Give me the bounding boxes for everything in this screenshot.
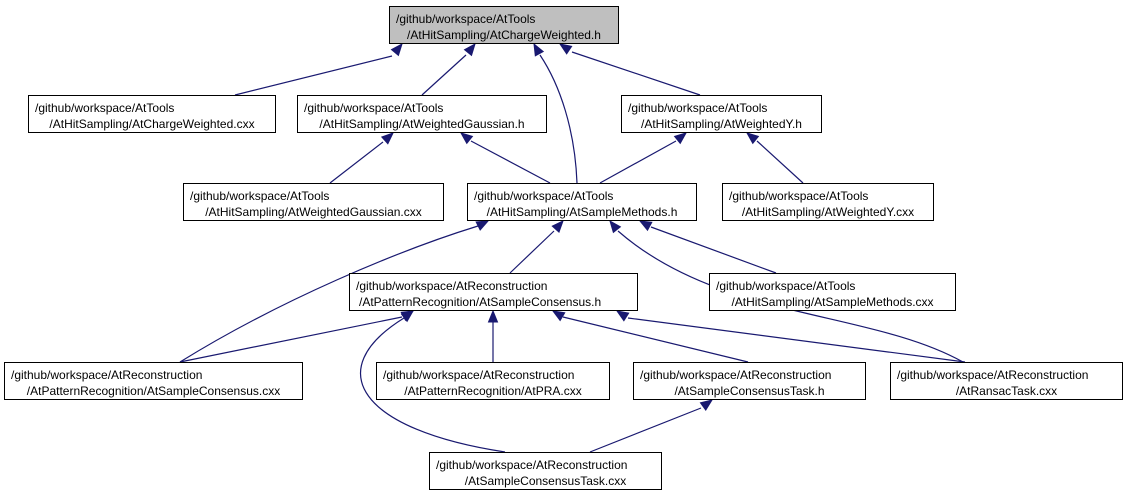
node-path-line1: /github/workspace/AtReconstruction — [897, 368, 1089, 382]
node-atsampleconsensustask-h[interactable]: /github/workspace/AtReconstruction /AtSa… — [633, 362, 866, 400]
node-path-line2: /AtPatternRecognition/AtPRA.cxx — [404, 384, 582, 398]
arrowhead-icon — [558, 43, 573, 55]
dependency-edge-wg_h-to-wg_cxx — [329, 141, 384, 184]
node-path-line2: /AtRansacTask.cxx — [955, 384, 1058, 398]
node-atweightedy-cxx[interactable]: /github/workspace/AtTools /AtHitSampling… — [722, 183, 934, 221]
node-path-line1: /github/workspace/AtReconstruction — [11, 368, 203, 382]
arrowhead-icon — [459, 132, 474, 145]
node-path-line2: /AtSampleConsensusTask.cxx — [464, 474, 627, 488]
node-path-line1: /github/workspace/AtReconstruction — [640, 368, 832, 382]
node-path-line2: /AtHitSampling/AtWeightedY.cxx — [741, 205, 915, 219]
dependency-edge-sc_h-to-sct_cxx — [360, 317, 506, 453]
dependency-edge-wy_h-to-sm_h — [599, 140, 677, 184]
node-path-line1: /github/workspace/AtTools — [396, 12, 536, 26]
dependency-edge-sct_h-to-sct_cxx — [589, 407, 702, 453]
arrowhead-icon — [475, 220, 490, 231]
node-atweightedy-h[interactable]: /github/workspace/AtTools /AtHitSampling… — [621, 95, 822, 133]
arrowhead-icon — [463, 42, 476, 57]
arrowhead-icon — [638, 220, 653, 232]
node-path-line1: /github/workspace/AtTools — [190, 189, 330, 203]
node-path-line2: /AtHitSampling/AtSampleMethods.h — [486, 205, 678, 219]
node-path-line2: /AtHitSampling/AtSampleMethods.cxx — [731, 295, 934, 309]
node-path-line1: /github/workspace/AtTools — [35, 101, 175, 115]
arrowhead-icon — [390, 42, 403, 57]
arrowhead-icon — [380, 132, 394, 145]
node-atsamplemethods-cxx[interactable]: /github/workspace/AtTools /AtHitSampling… — [709, 273, 956, 311]
node-path-line1: /github/workspace/AtReconstruction — [356, 279, 548, 293]
node-path-line1: /github/workspace/AtTools — [628, 101, 768, 115]
node-path-line1: /github/workspace/AtReconstruction — [383, 368, 575, 382]
node-atsampleconsensus-h[interactable]: /github/workspace/AtReconstruction /AtPa… — [349, 273, 638, 311]
node-path-line1: /github/workspace/AtTools — [474, 189, 614, 203]
node-atsampleconsensus-cxx[interactable]: /github/workspace/AtReconstruction /AtPa… — [4, 362, 303, 400]
node-path-line1: /github/workspace/AtTools — [304, 101, 444, 115]
node-atsampleconsensustask-cxx[interactable]: /github/workspace/AtReconstruction /AtSa… — [429, 452, 662, 490]
node-path-line2: /AtHitSampling/AtWeightedGaussian.cxx — [205, 205, 422, 219]
node-path-line2: /AtHitSampling/AtWeightedY.h — [641, 117, 802, 131]
arrowhead-icon — [400, 310, 415, 323]
node-atchargeweighted-cxx[interactable]: /github/workspace/AtTools /AtHitSampling… — [28, 95, 276, 133]
node-atpra-cxx[interactable]: /github/workspace/AtReconstruction /AtPa… — [376, 362, 610, 400]
arrowhead-icon — [615, 310, 630, 322]
arrowhead-icon — [551, 220, 564, 234]
node-path-line1: /github/workspace/AtTools — [729, 189, 869, 203]
dependency-edge-sm_h-to-sm_cxx — [650, 226, 777, 274]
arrowhead-icon — [487, 309, 499, 323]
arrowhead-icon — [699, 399, 714, 412]
node-path-line2: /AtHitSampling/AtChargeWeighted.cxx — [49, 117, 255, 131]
node-atweightedgaussian-cxx[interactable]: /github/workspace/AtTools /AtHitSampling… — [183, 183, 444, 221]
arrowhead-icon — [551, 310, 566, 322]
node-atchargeweighted-h: /github/workspace/AtTools /AtHitSampling… — [389, 6, 619, 44]
dependency-edge-root-to-wy_h — [571, 51, 701, 96]
node-atsamplemethods-h[interactable]: /github/workspace/AtTools /AtHitSampling… — [467, 183, 697, 221]
dependency-edge-wy_h-to-wy_cxx — [756, 140, 804, 184]
dependency-edge-wg_h-to-sm_h — [470, 140, 551, 184]
node-path-line1: /github/workspace/AtTools — [716, 279, 856, 293]
node-path-line2: /AtPatternRecognition/AtSampleConsensus.… — [26, 384, 281, 398]
arrowhead-icon — [673, 132, 688, 145]
arrowhead-icon — [609, 219, 622, 234]
node-path-line2: /AtHitSampling/AtWeightedGaussian.h — [319, 117, 525, 131]
node-path-line1: /github/workspace/AtReconstruction — [436, 458, 628, 472]
dependency-edge-sc_h-to-sc_cxx — [179, 316, 403, 363]
dependency-edge-sc_h-to-sct_h — [562, 316, 749, 363]
dependency-edge-sm_h-to-sc_cxx — [179, 225, 479, 363]
dependency-edge-root-to-cw_cxx — [234, 55, 393, 96]
node-atweightedgaussian-h[interactable]: /github/workspace/AtTools /AtHitSampling… — [297, 95, 547, 133]
node-path-line2: /AtPatternRecognition/AtSampleConsensus.… — [359, 295, 602, 309]
node-atransactask-cxx[interactable]: /github/workspace/AtReconstruction /AtRa… — [890, 362, 1123, 400]
dependency-edge-root-to-wg_h — [421, 54, 467, 96]
node-path-line2: /AtHitSampling/AtChargeWeighted.h — [407, 28, 601, 42]
dependency-edge-sm_h-to-sc_h — [509, 230, 555, 274]
arrowhead-icon — [533, 42, 545, 57]
dependency-edge-root-to-sm_h — [539, 54, 578, 184]
dependency-edge-sc_h-to-ransac_cxx — [627, 317, 966, 363]
node-path-line2: /AtSampleConsensusTask.h — [674, 384, 825, 398]
arrowhead-icon — [745, 132, 760, 145]
